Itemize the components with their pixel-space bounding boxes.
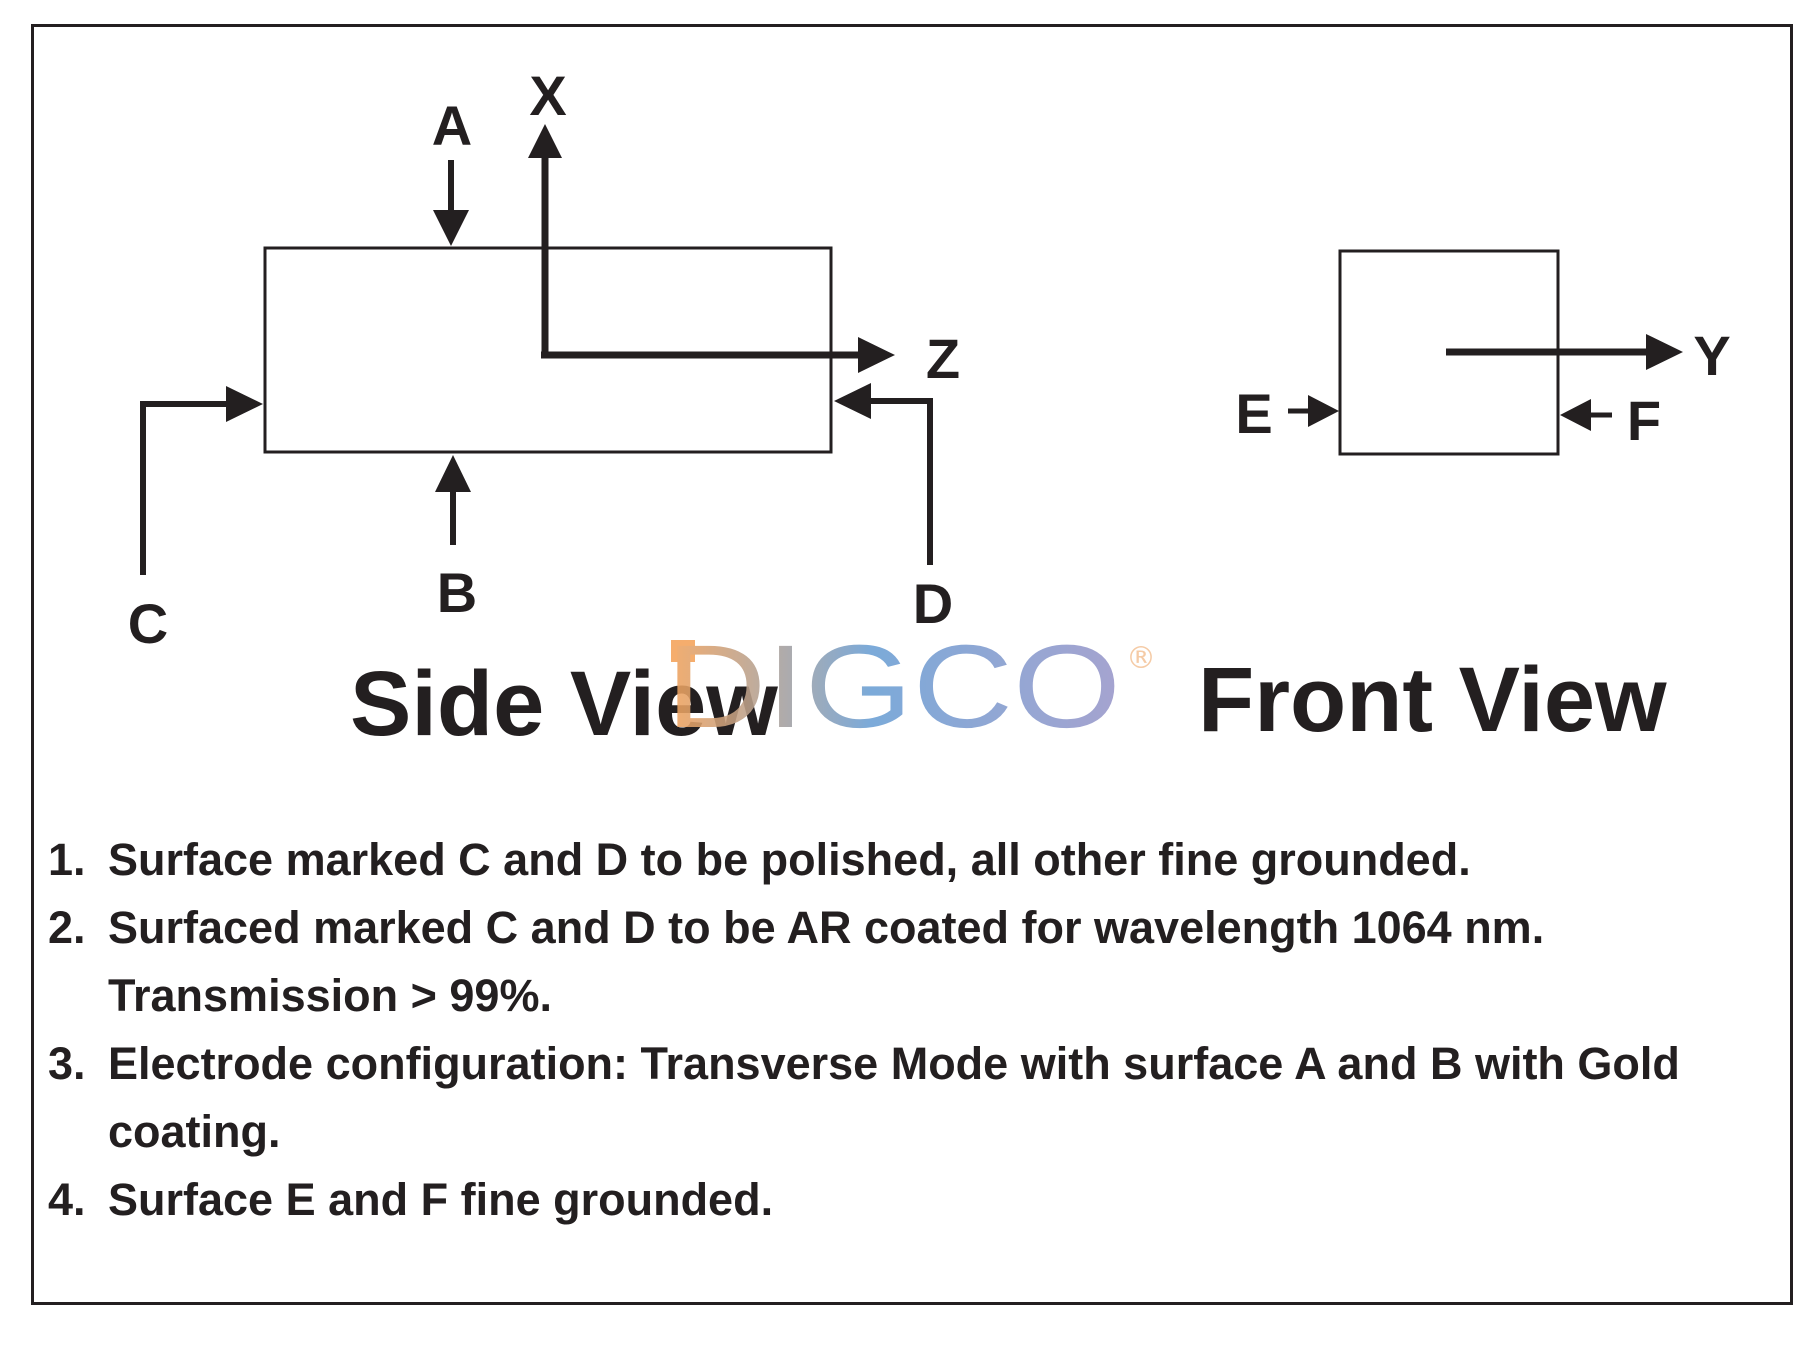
surface-b-label: B <box>437 561 477 624</box>
z-axis-label: Z <box>926 327 960 390</box>
surface-d-arrowhead <box>834 383 871 419</box>
digco-watermark-logo: DIGCO ® <box>666 621 1156 753</box>
z-axis-arrowhead <box>858 337 895 373</box>
drawing-border <box>31 24 1793 1305</box>
note-number: 1. <box>48 834 86 885</box>
surface-d-arrow-line <box>868 398 933 565</box>
note-text: Surface marked C and D to be polished, a… <box>108 834 1471 885</box>
surface-c-arrow-line <box>140 401 230 575</box>
note-text: Electrode configuration: Transverse Mode… <box>108 1038 1680 1157</box>
note-item: 3. Electrode configuration: Transverse M… <box>48 1030 1788 1166</box>
surface-c-label: C <box>128 592 168 655</box>
surface-e-label: E <box>1235 382 1272 445</box>
surface-d-label: D <box>913 572 953 635</box>
side-view-title: Side View <box>350 653 778 755</box>
x-axis-arrowhead <box>528 124 562 158</box>
watermark-text: DIGCO <box>666 621 1121 753</box>
note-number: 4. <box>48 1174 86 1225</box>
surface-a-label: A <box>432 94 472 157</box>
note-item: 4. Surface E and F fine grounded. <box>48 1166 1788 1234</box>
specification-notes: 1. Surface marked C and D to be polished… <box>48 826 1788 1234</box>
note-text: Surfaced marked C and D to be AR coated … <box>108 902 1545 1021</box>
note-text: Surface E and F fine grounded. <box>108 1174 774 1225</box>
note-item: 2. Surfaced marked C and D to be AR coat… <box>48 894 1788 1030</box>
y-axis-label: Y <box>1693 324 1730 387</box>
note-number: 2. <box>48 902 86 953</box>
y-axis-arrowhead <box>1646 334 1683 370</box>
note-number: 3. <box>48 1038 86 1089</box>
front-view: Y E F Front View <box>1198 249 1731 751</box>
surface-f-arrowhead <box>1560 399 1591 431</box>
surface-b-arrowhead <box>435 455 471 492</box>
watermark-registered-mark: ® <box>1126 641 1156 676</box>
x-axis-label: X <box>529 64 566 127</box>
surface-f-label: F <box>1627 389 1661 452</box>
side-view: X Z A B C D Side View <box>128 64 960 755</box>
watermark-accent-bar <box>671 640 695 662</box>
front-view-title: Front View <box>1198 649 1667 751</box>
surface-e-arrowhead <box>1308 395 1339 427</box>
surface-c-arrowhead <box>226 386 263 422</box>
note-item: 1. Surface marked C and D to be polished… <box>48 826 1788 894</box>
surface-a-arrowhead <box>433 210 469 246</box>
